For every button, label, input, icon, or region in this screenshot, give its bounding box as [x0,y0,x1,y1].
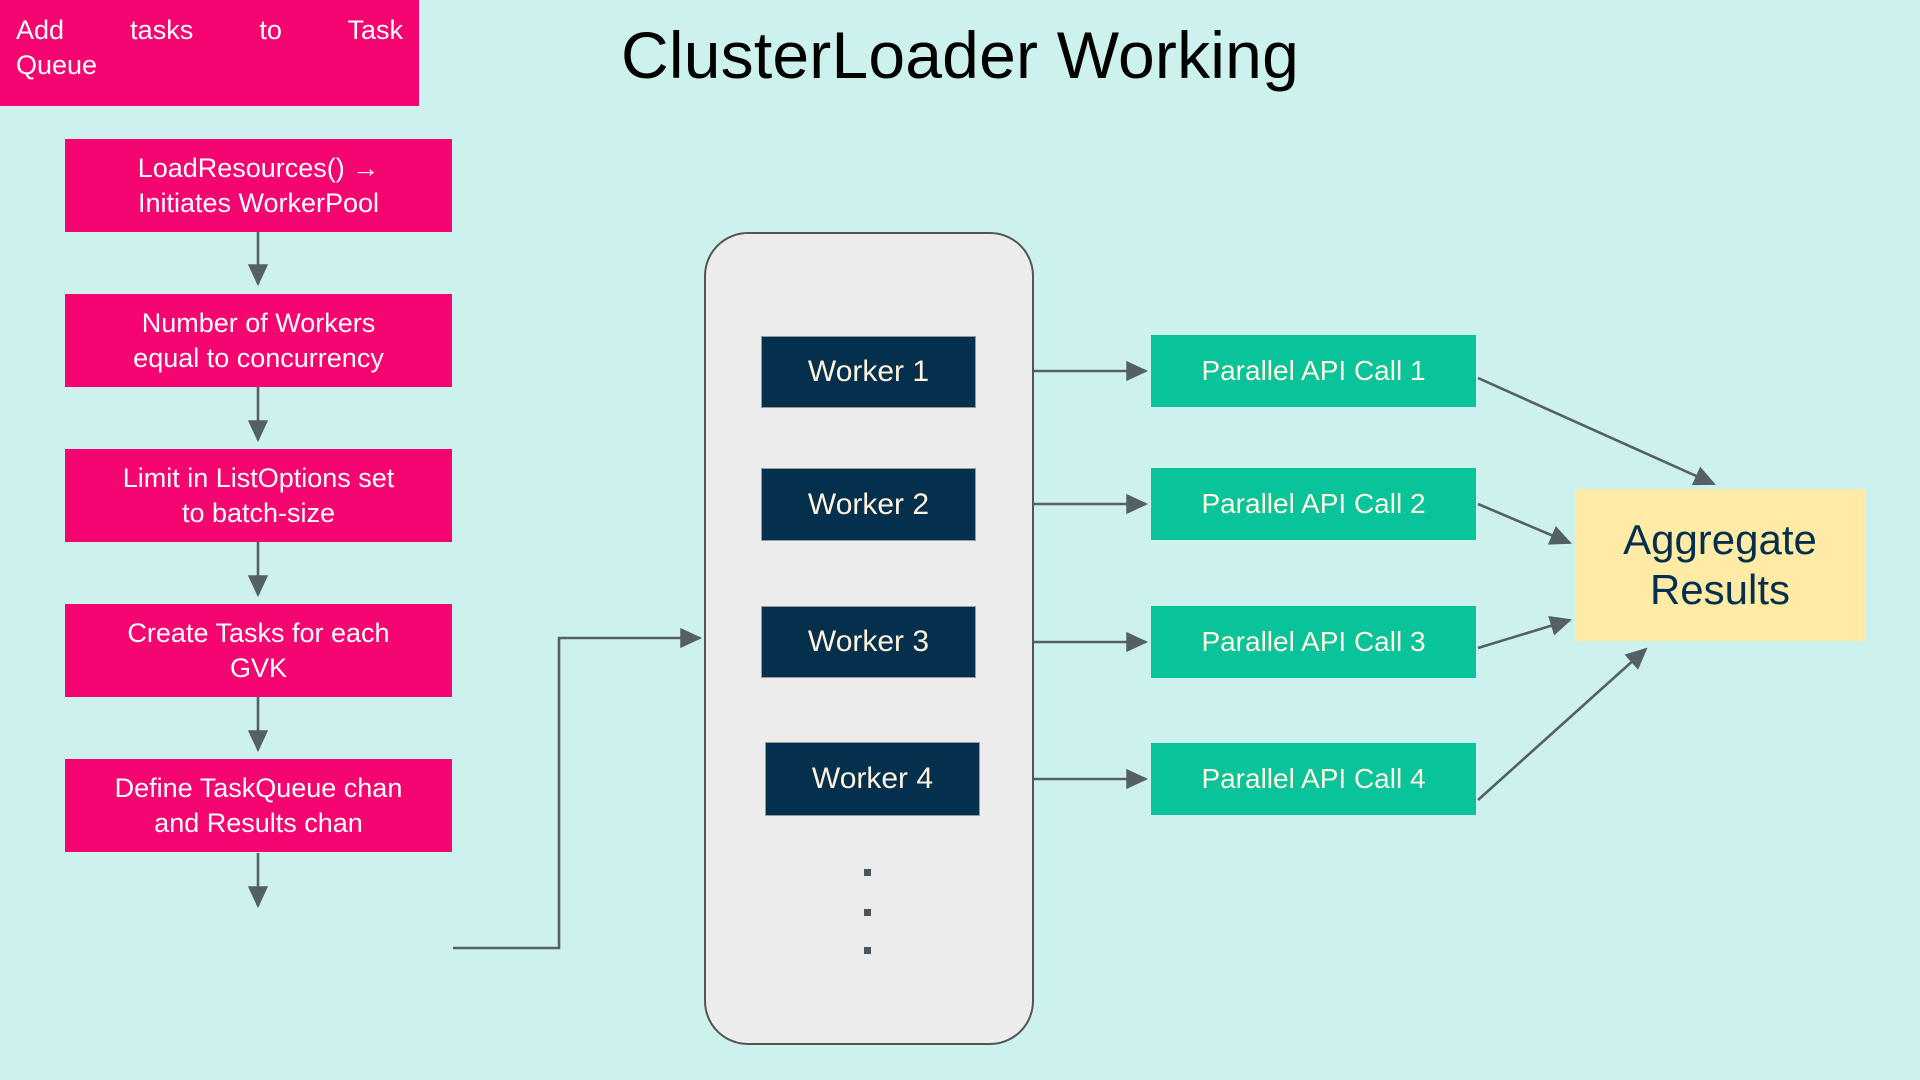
api-call-box-2[interactable]: Parallel API Call 2 [1151,468,1476,540]
step-box-create-tasks[interactable]: Create Tasks for each GVK [65,604,452,697]
step-line-1: Number of Workers [141,307,376,338]
worker-label: Worker 3 [807,625,930,658]
aggregate-results-box[interactable]: Aggregate Results [1575,489,1865,641]
step-line-2: Initiates WorkerPool [137,187,380,218]
step-line-1: Create Tasks for each [127,617,390,648]
worker-label: Worker 4 [811,762,934,795]
step-line-2: GVK [229,652,287,683]
page-title: ClusterLoader Working [621,18,1299,92]
ellipsis-dot-3 [864,947,871,954]
step-box-add-tasks-to-queue[interactable]: Add tasks to Task Queue [0,0,419,106]
worker-box-4[interactable]: Worker 4 [765,742,980,816]
step-line-2: to batch-size [181,497,336,528]
step-line-1: Limit in ListOptions set [122,462,395,493]
step-line-2: equal to concurrency [133,342,384,373]
aggregate-line-1: Aggregate [1623,516,1817,564]
arrow-api4-aggregate [1477,647,1648,801]
step-line-1: LoadResources() → [137,152,380,183]
api-call-label: Parallel API Call 2 [1201,488,1426,519]
api-call-box-1[interactable]: Parallel API Call 1 [1151,335,1476,407]
arrow-api1-aggregate [1477,376,1716,486]
api-call-box-4[interactable]: Parallel API Call 4 [1151,743,1476,815]
step-box-load-resources[interactable]: LoadResources() → Initiates WorkerPool [65,139,452,232]
worker-label: Worker 2 [807,487,930,521]
step-line-1: Define TaskQueue chan [114,772,403,803]
worker-label: Worker 1 [807,355,930,388]
api-call-box-3[interactable]: Parallel API Call 3 [1151,606,1476,678]
api-call-label: Parallel API Call 1 [1201,355,1426,386]
arrow-api3-aggregate [1477,616,1572,650]
ellipsis-dot-1 [864,869,871,876]
worker-box-1[interactable]: Worker 1 [761,336,976,408]
worker-box-3[interactable]: Worker 3 [761,606,976,678]
step-line-1: Add tasks to Task [16,15,403,45]
step-line-2: and Results chan [154,807,363,838]
step-line-2: Queue [16,49,98,80]
arrow-queue-to-pool [453,627,703,950]
worker-box-2[interactable]: Worker 2 [761,468,976,541]
arrow-api2-aggregate [1477,502,1572,545]
api-call-label: Parallel API Call 3 [1201,626,1426,657]
api-call-label: Parallel API Call 4 [1201,763,1426,794]
ellipsis-dot-2 [864,909,871,916]
aggregate-line-2: Results [1649,566,1791,613]
step-box-number-of-workers[interactable]: Number of Workers equal to concurrency [65,294,452,387]
step-box-define-channels[interactable]: Define TaskQueue chan and Results chan [65,759,452,852]
step-box-limit-listoptions[interactable]: Limit in ListOptions set to batch-size [65,449,452,542]
